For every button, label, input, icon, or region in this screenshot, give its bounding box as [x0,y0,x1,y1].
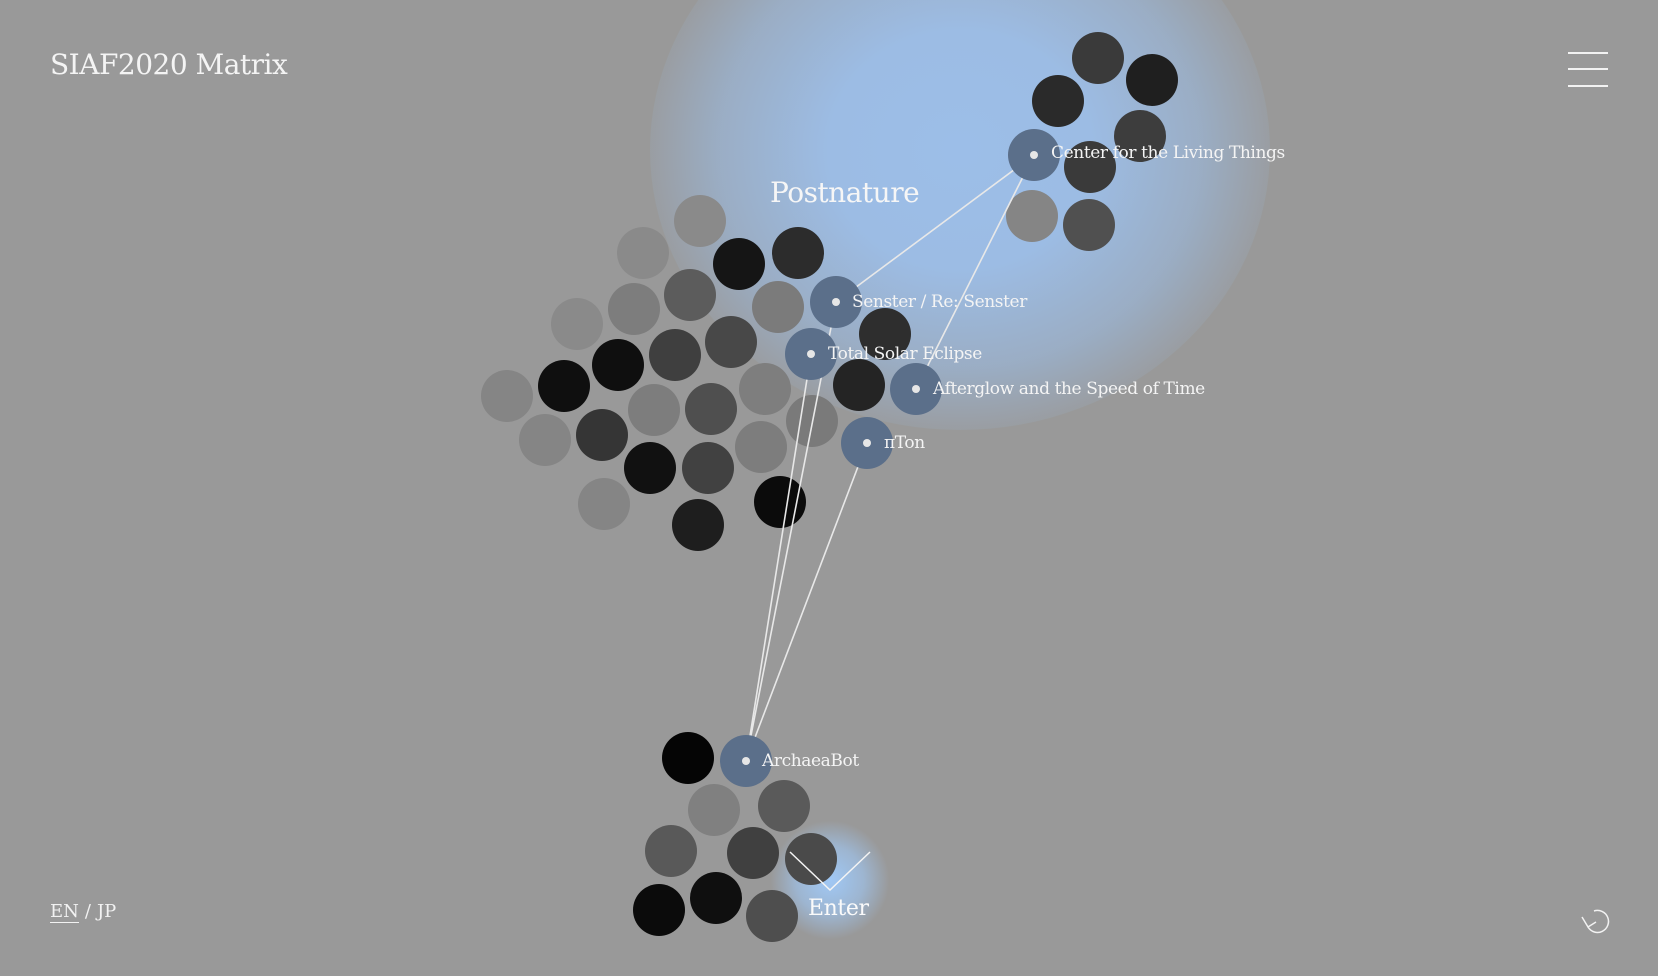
work-label-piton[interactable]: πTon [884,433,925,453]
artwork-node[interactable] [833,359,885,411]
enter-label: Enter [808,896,869,921]
hamburger-icon-line [1568,52,1608,54]
lang-separator: / [84,901,91,922]
artwork-node[interactable] [1032,75,1084,127]
reload-icon[interactable] [1580,905,1616,935]
connection-line [745,353,812,762]
artwork-node[interactable] [481,370,533,422]
artwork-node[interactable] [633,884,685,936]
connection-line [745,301,837,762]
artwork-node[interactable] [664,269,716,321]
work-node-dot [832,298,840,306]
artwork-node[interactable] [1072,32,1124,84]
work-node-dot [807,350,815,358]
artwork-node[interactable] [735,421,787,473]
artwork-node[interactable] [690,872,742,924]
artwork-node[interactable] [578,478,630,530]
work-label-afterglow[interactable]: Afterglow and the Speed of Time [933,379,1205,399]
artwork-node[interactable] [752,281,804,333]
connection-line [835,154,1035,303]
artwork-node[interactable] [672,499,724,551]
artwork-node[interactable] [785,833,837,885]
artwork-node[interactable] [727,827,779,879]
artwork-node[interactable] [662,732,714,784]
artwork-node[interactable] [713,238,765,290]
artwork-node[interactable] [538,360,590,412]
artwork-node[interactable] [1064,141,1116,193]
enter-button[interactable]: Enter [786,848,872,928]
artwork-node[interactable] [519,414,571,466]
artwork-node[interactable] [772,227,824,279]
artwork-node[interactable] [758,780,810,832]
artwork-node[interactable] [649,329,701,381]
artwork-node[interactable] [551,298,603,350]
artwork-node[interactable] [617,227,669,279]
hamburger-icon-line [1568,68,1608,70]
language-switcher: EN/JP [50,901,117,923]
work-node-dot [1030,151,1038,159]
artwork-node[interactable] [674,195,726,247]
artwork-node[interactable] [705,316,757,368]
artwork-node[interactable] [624,442,676,494]
site-title[interactable]: SIAF2020 Matrix [50,48,288,81]
artwork-node[interactable] [608,283,660,335]
artwork-node[interactable] [1006,190,1058,242]
artwork-node[interactable] [859,308,911,360]
work-label-archaeabot[interactable]: ArchaeaBot [762,751,859,771]
menu-button[interactable] [1568,52,1608,88]
artwork-node[interactable] [688,784,740,836]
artwork-node[interactable] [628,384,680,436]
artwork-node[interactable] [1114,110,1166,162]
artwork-node[interactable] [754,476,806,528]
chevron-down-icon [789,851,871,892]
work-node-dot [742,757,750,765]
lang-jp-link[interactable]: JP [96,901,117,922]
connection-line [745,442,868,762]
artwork-node[interactable] [685,383,737,435]
work-label-eclipse[interactable]: Total Solar Eclipse [828,344,982,364]
artwork-node[interactable] [739,363,791,415]
artwork-node[interactable] [746,890,798,942]
work-label-center[interactable]: Center for the Living Things [1051,143,1285,163]
artwork-node[interactable] [592,339,644,391]
lang-en-link[interactable]: EN [50,901,79,923]
connection-line [915,154,1035,390]
artwork-node[interactable] [682,442,734,494]
artwork-node[interactable] [576,409,628,461]
work-node-dot [863,439,871,447]
artwork-node[interactable] [1126,54,1178,106]
hamburger-icon-line [1568,85,1608,87]
artwork-node[interactable] [1063,199,1115,251]
cluster-title: Postnature [770,176,920,209]
work-label-senster[interactable]: Senster / Re: Senster [852,292,1027,312]
artwork-node[interactable] [645,825,697,877]
work-node-dot [912,385,920,393]
